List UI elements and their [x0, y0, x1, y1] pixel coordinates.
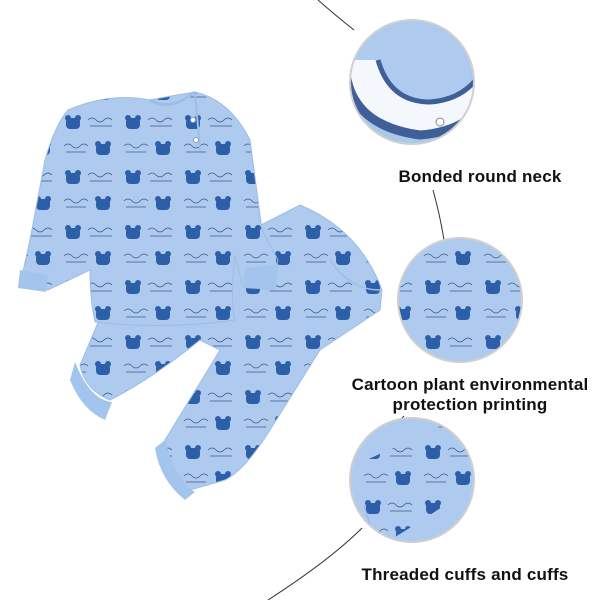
print-caption-line2: protection printing	[392, 395, 548, 414]
cuffs-caption: Threaded cuffs and cuffs	[361, 565, 569, 584]
cuff-detail-circle	[349, 417, 475, 543]
print-detail-circle	[397, 237, 523, 363]
shirt	[18, 90, 279, 327]
neck-detail-circle	[349, 19, 475, 145]
pants	[70, 204, 383, 500]
print-caption: Cartoon plant environmental protection p…	[340, 375, 600, 415]
print-caption-line1: Cartoon plant environmental	[351, 375, 589, 394]
neck-caption: Bonded round neck	[398, 167, 562, 186]
